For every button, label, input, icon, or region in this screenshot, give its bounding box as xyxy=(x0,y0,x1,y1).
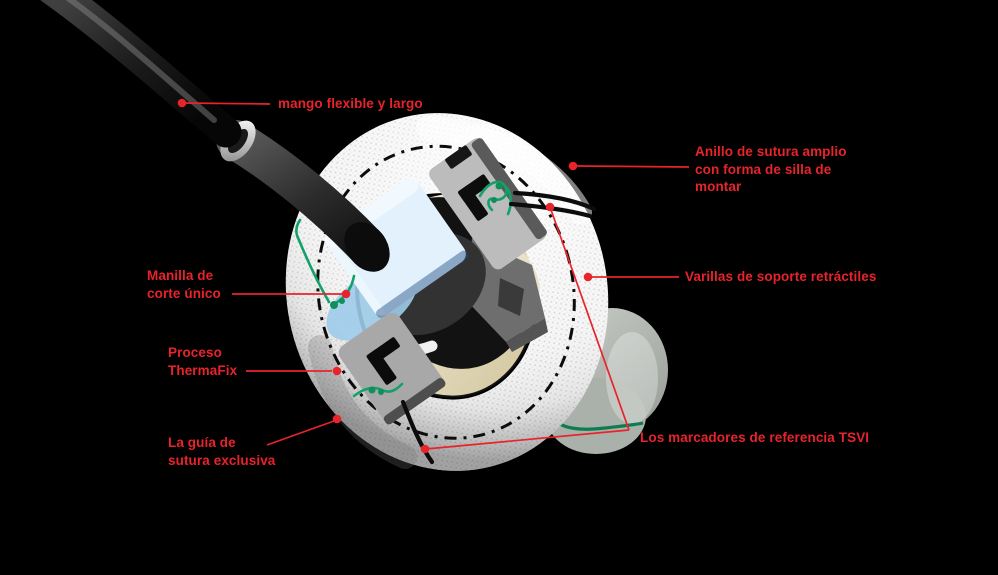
shaft-black-collar xyxy=(344,222,390,272)
reference-line-dashdot xyxy=(316,144,576,440)
holder-bottom-arm xyxy=(338,312,446,425)
label-marcadores-tsvi: Los marcadores de referencia TSVI xyxy=(640,430,870,445)
leader-dot-mango xyxy=(177,98,187,108)
label-mango-flexible: mango flexible y largo xyxy=(278,96,423,111)
leader-line-marcadores-top xyxy=(549,206,630,431)
handle-cable xyxy=(40,0,242,148)
handle xyxy=(40,0,390,272)
label-anillo-de-sutura: Anillo de sutura amplio con forma de sil… xyxy=(695,143,847,196)
label-line: ThermaFix xyxy=(168,362,238,378)
fabric-shadow xyxy=(308,335,417,469)
label-line: sutura exclusiva xyxy=(168,452,276,468)
label-line: corte único xyxy=(147,285,221,301)
label-proceso-thermafix: Proceso ThermaFix xyxy=(168,344,237,379)
leader-dot-marcadores-top xyxy=(545,202,555,212)
label-line: montar xyxy=(695,179,742,195)
leader-dot-varillas xyxy=(583,272,593,282)
label-line: Proceso xyxy=(168,345,222,360)
label-line: Manilla de xyxy=(147,268,214,283)
label-line: La guía de xyxy=(168,435,236,450)
leader-line-guia xyxy=(266,420,335,446)
leader-line-mango xyxy=(181,102,271,105)
tsvi-reference-marks xyxy=(400,190,597,465)
tsvi-marker-top-2 xyxy=(508,201,593,219)
label-guia-sutura: La guía de sutura exclusiva xyxy=(168,434,275,469)
fabric-sheen xyxy=(416,116,592,224)
suture-knot-bottom xyxy=(352,382,404,398)
leader-line-marcadores-bottom xyxy=(425,429,630,450)
leader-dot-anillo xyxy=(568,161,578,171)
suture-threads xyxy=(295,180,512,398)
label-line: Anillo de sutura amplio xyxy=(695,144,847,159)
callout-lines xyxy=(177,98,690,454)
suture-knot-top xyxy=(478,180,512,216)
label-line: con forma de silla de xyxy=(695,161,832,177)
leader-dot-marcadores-bottom xyxy=(420,444,430,454)
tsvi-marker-top-1 xyxy=(512,190,597,212)
label-manilla-corte: Manilla de corte único xyxy=(147,267,221,302)
handle-cable-highlight xyxy=(65,0,217,123)
suture-thread-collar xyxy=(295,218,356,309)
leader-dot-guia xyxy=(332,414,342,424)
label-varillas-soporte: Varillas de soporte retráctiles xyxy=(685,269,877,284)
leader-line-anillo xyxy=(576,165,690,168)
tsvi-marker-bottom xyxy=(400,399,435,465)
leader-dot-proceso xyxy=(332,366,342,376)
leader-dot-manilla xyxy=(341,289,351,299)
